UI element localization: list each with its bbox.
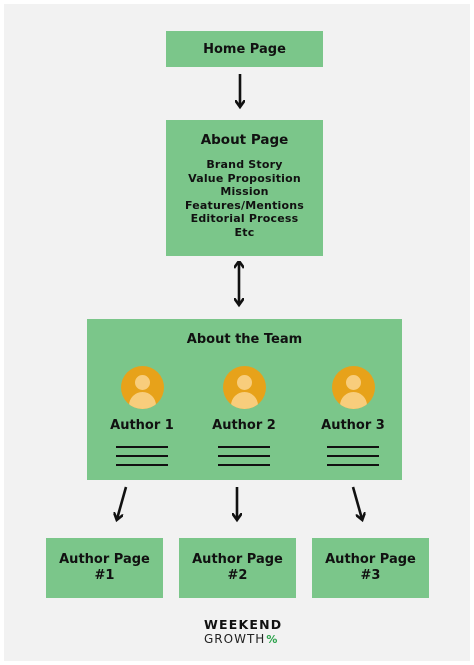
author-page-box-2: Author Page #2 — [179, 538, 296, 598]
connector-arrows — [4, 74, 470, 661]
about-item: Features/Mentions — [184, 198, 305, 212]
author-name: Author 1 — [110, 418, 174, 433]
about-item: Value Proposition — [188, 171, 301, 185]
text-lines-icon — [218, 446, 270, 473]
about-item: Mission — [220, 185, 269, 199]
home-page-box: Home Page — [166, 31, 323, 67]
author-page-number: #1 — [94, 568, 115, 583]
text-lines-icon — [327, 446, 379, 473]
growth-mark-icon: % — [266, 632, 279, 646]
arrow-team-to-author-page-1 — [117, 486, 128, 519]
author-name: Author 3 — [321, 418, 385, 433]
author-name: Author 2 — [212, 418, 276, 433]
author-page-label: Author Page — [192, 552, 283, 567]
author-page-box-1: Author Page #1 — [46, 538, 163, 598]
logo-text-top: WEEKEND — [204, 617, 283, 632]
logo-text-growth: GROWTH — [204, 632, 266, 646]
about-item: Brand Story — [206, 158, 283, 171]
author-page-box-3: Author Page #3 — [312, 538, 429, 598]
text-lines-icon — [116, 446, 168, 473]
about-team-box: About the Team Author 1 Author 2 Author … — [87, 319, 402, 480]
about-page-title: About Page — [200, 132, 289, 148]
avatar-icon — [222, 366, 266, 409]
diagram-canvas: Home Page About Page Brand Story Value P… — [4, 4, 470, 661]
avatar-icon — [331, 366, 375, 409]
logo-text-bottom: GROWTH % — [204, 632, 284, 646]
weekend-growth-logo: WEEKEND GROWTH % — [204, 617, 284, 646]
author-card-1: Author 1 — [87, 366, 197, 473]
author-page-label: Author Page — [59, 552, 150, 567]
author-page-number: #3 — [360, 568, 381, 583]
about-page-box: About Page Brand Story Value Proposition… — [166, 120, 323, 256]
author-page-number: #2 — [227, 568, 248, 583]
about-item: Editorial Process — [190, 212, 299, 226]
avatar-icon — [120, 366, 164, 409]
arrow-team-to-author-page-3 — [351, 486, 362, 519]
about-item: Etc — [234, 225, 255, 239]
author-card-2: Author 2 — [189, 366, 299, 473]
home-page-title: Home Page — [203, 41, 286, 57]
author-card-3: Author 3 — [298, 366, 408, 473]
about-team-title: About the Team — [186, 332, 303, 347]
author-page-label: Author Page — [325, 552, 416, 567]
